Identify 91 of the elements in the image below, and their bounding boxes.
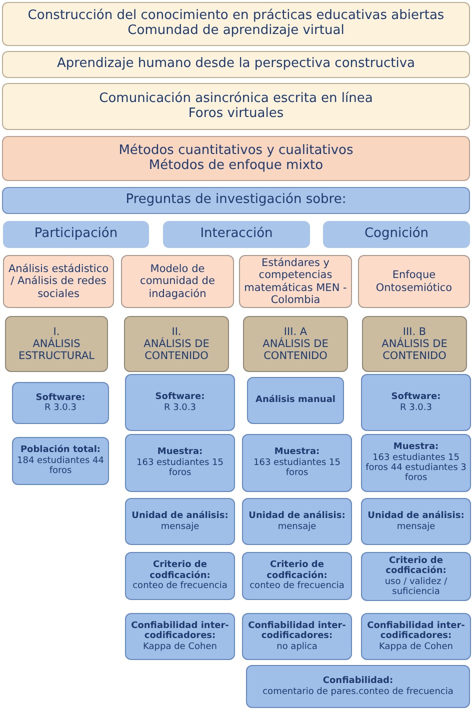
box-heading: Confiabilidad: <box>322 676 394 686</box>
box-text: 163 estudiantes 15 foros <box>252 458 342 479</box>
box-heading: Muestra: <box>393 442 439 453</box>
approach-box <box>358 255 470 308</box>
detail-box <box>242 498 352 545</box>
box-text: Enfoque Ontosemiótico <box>374 269 454 294</box>
box-text: mensaje <box>396 522 436 532</box>
box-text: uso / validez / suficiencia <box>384 576 448 598</box>
theme-band <box>2 83 470 130</box>
detail-box <box>361 552 471 601</box>
box-heading: Confiabilidad inter-codificadores: <box>366 620 466 642</box>
detail-box <box>361 613 471 660</box>
detail-box <box>125 498 235 545</box>
analysis-box <box>362 316 467 372</box>
box-text: 184 estudiantes 44 foros <box>16 456 105 477</box>
box-text: ANÁLISIS DE CONTENIDO <box>262 338 330 362</box>
detail-box <box>361 498 471 545</box>
box-text: R 3.0.3 <box>44 403 76 414</box>
box-heading: III. B <box>402 326 426 338</box>
box-heading: Población total: <box>20 445 101 456</box>
box-text: Kappa de Cohen <box>143 642 217 652</box>
approach-box <box>3 255 114 308</box>
detail-box <box>246 665 470 708</box>
detail-box <box>242 552 352 600</box>
box-heading: III. A <box>284 326 308 338</box>
detail-box <box>242 613 352 660</box>
topic-tab <box>323 221 470 248</box>
box-heading: Muestra: <box>274 447 320 458</box>
box-heading: Construcción del conocimiento en prácticas educativas abiertas <box>28 9 444 24</box>
box-heading: Unidad de análisis: <box>368 511 464 522</box>
topic-tab <box>163 221 310 248</box>
box-heading: II. <box>172 326 182 338</box>
box-text: Análisis manual <box>256 395 336 406</box>
theme-band <box>2 2 470 46</box>
box-heading: Comunicación asincrónica escrita en línea <box>99 92 373 106</box>
analysis-box <box>5 316 108 372</box>
approach-box <box>121 255 234 308</box>
box-text: conteo de frecuencia <box>250 581 344 592</box>
box-text: mensaje <box>278 522 316 532</box>
detail-box <box>125 613 235 660</box>
box-heading: Métodos cuantitativos y cualitativos <box>118 144 354 158</box>
box-heading: Criterio de codficación: <box>148 560 212 581</box>
box-text: no aplica <box>276 642 318 652</box>
detail-box <box>361 374 471 431</box>
box-heading: Confiabilidad inter-codificadores: <box>130 620 230 642</box>
box-text: ANÁLISIS ESTRUCTURAL <box>17 338 96 362</box>
box-heading: Unidad de análisis: <box>132 511 228 522</box>
box-text: Kappa de Cohen <box>379 642 453 652</box>
box-text: Cognición <box>364 227 429 242</box>
analysis-box <box>124 316 229 372</box>
box-text: Análisis estádistico / Análisis de redes sociales <box>7 263 110 300</box>
box-text: conteo de frecuencia <box>132 581 228 592</box>
box-text: ANÁLISIS DE CONTENIDO <box>142 338 210 362</box>
box-heading: Criterio de codficación: <box>384 556 448 576</box>
detail-box <box>12 437 109 485</box>
box-heading: Software: <box>391 392 441 402</box>
box-heading: Software: <box>36 392 86 403</box>
detail-box <box>12 382 109 424</box>
box-text: Aprendizaje humano desde la perspectiva constructiva <box>57 57 415 72</box>
detail-box <box>247 377 344 424</box>
analysis-box <box>243 316 348 372</box>
box-text: Foros virtuales <box>188 106 284 122</box>
box-text: Preguntas de investigación sobre: <box>126 193 346 208</box>
method-band <box>2 136 470 181</box>
box-text: Estándares y competencias matemáticas MEN - Colombia <box>243 257 348 306</box>
detail-box <box>125 552 235 600</box>
box-text: comentario de pares.conteo de frecuencia <box>262 686 454 697</box>
box-text: 163 estudiantes 15 foros 44 estudiantes 3 foros <box>364 452 468 484</box>
box-text: R 3.0.3 <box>400 402 432 413</box>
box-text: 163 estudiantes 15 foros <box>136 458 224 479</box>
box-heading: Software: <box>155 392 205 402</box>
box-heading: I. <box>53 326 60 338</box>
box-text: Métodos de enfoque mixto <box>148 158 324 174</box>
topic-tab <box>3 221 149 248</box>
box-heading: Muestra: <box>157 447 203 458</box>
box-text: Comundad de aprendizaje virtual <box>128 24 344 39</box>
box-heading: Criterio de codficación: <box>266 560 328 581</box>
question-band <box>2 187 470 214</box>
detail-box <box>242 434 352 492</box>
box-text: R 3.0.3 <box>164 402 196 413</box>
box-text: mensaje <box>160 522 200 532</box>
box-text: Interacción <box>200 227 273 242</box>
box-heading: Unidad de análisis: <box>248 511 346 522</box>
detail-box <box>125 374 235 431</box>
theme-band <box>2 51 470 78</box>
box-text: Participación <box>34 227 118 242</box>
box-heading: Confiabilidad inter-codificadores: <box>247 620 347 642</box>
box-text: ANÁLISIS DE CONTENIDO <box>380 338 448 362</box>
box-text: Modelo de comunidad de indagación <box>139 263 216 300</box>
detail-box <box>125 434 235 492</box>
detail-box <box>361 434 471 492</box>
